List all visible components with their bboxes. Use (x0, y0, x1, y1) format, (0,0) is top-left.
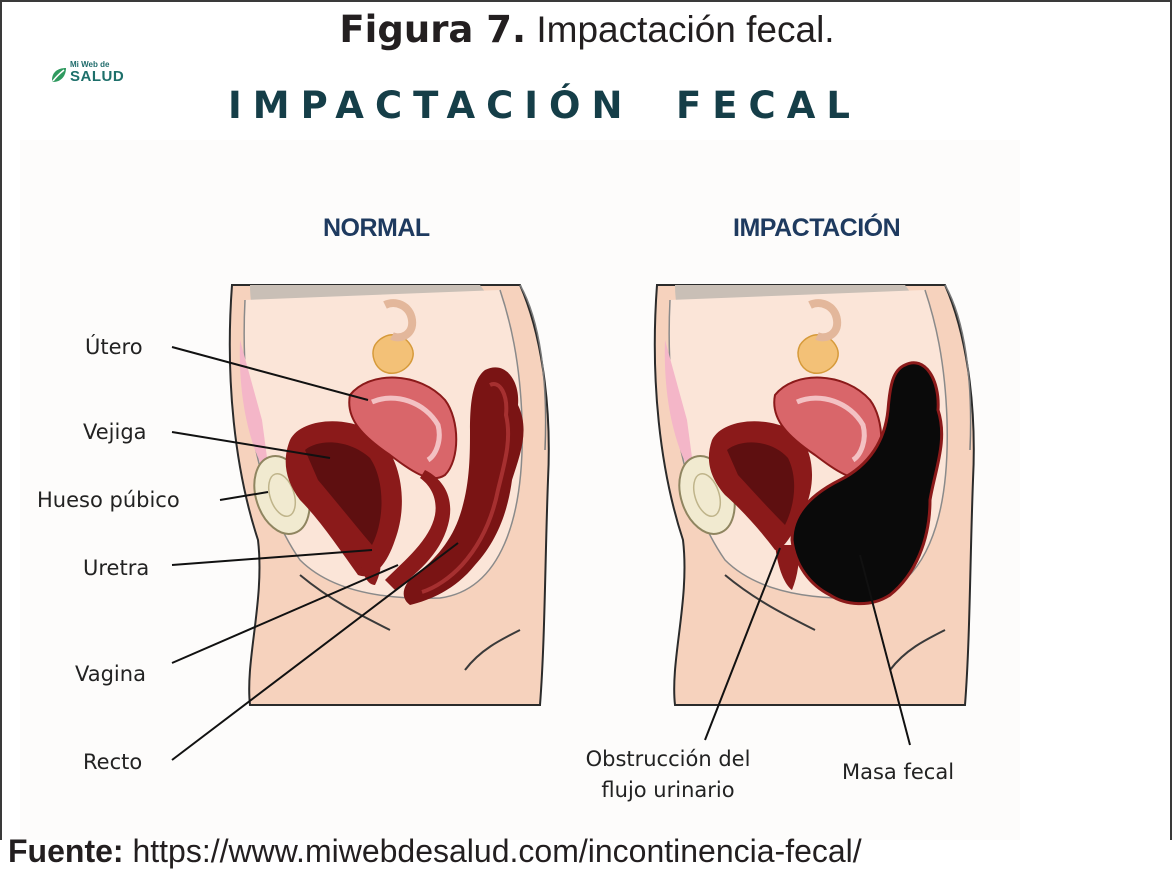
label-vagina: Vagina (75, 662, 146, 686)
label-utero: Útero (85, 335, 143, 359)
label-masa-fecal: Masa fecal (842, 760, 954, 784)
label-vejiga: Vejiga (83, 420, 147, 444)
label-recto: Recto (83, 750, 142, 774)
source-footer: Fuente: https://www.miwebdesalud.com/inc… (8, 833, 862, 869)
source-prefix: Fuente: (8, 833, 124, 869)
label-obstruccion-line1: Obstrucción del (578, 744, 758, 775)
normal-panel-title: NORMAL (323, 214, 430, 243)
source-url[interactable]: https://www.miwebdesalud.com/incontinenc… (132, 833, 861, 869)
label-hueso-pubico: Hueso púbico (37, 488, 180, 512)
normal-panel (230, 285, 549, 705)
impaction-panel (655, 285, 974, 705)
impaction-panel-title: IMPACTACIÓN (733, 214, 900, 243)
label-obstruccion: Obstrucción del flujo urinario (578, 744, 758, 806)
label-uretra: Uretra (83, 556, 149, 580)
label-obstruccion-line2: flujo urinario (578, 775, 758, 806)
